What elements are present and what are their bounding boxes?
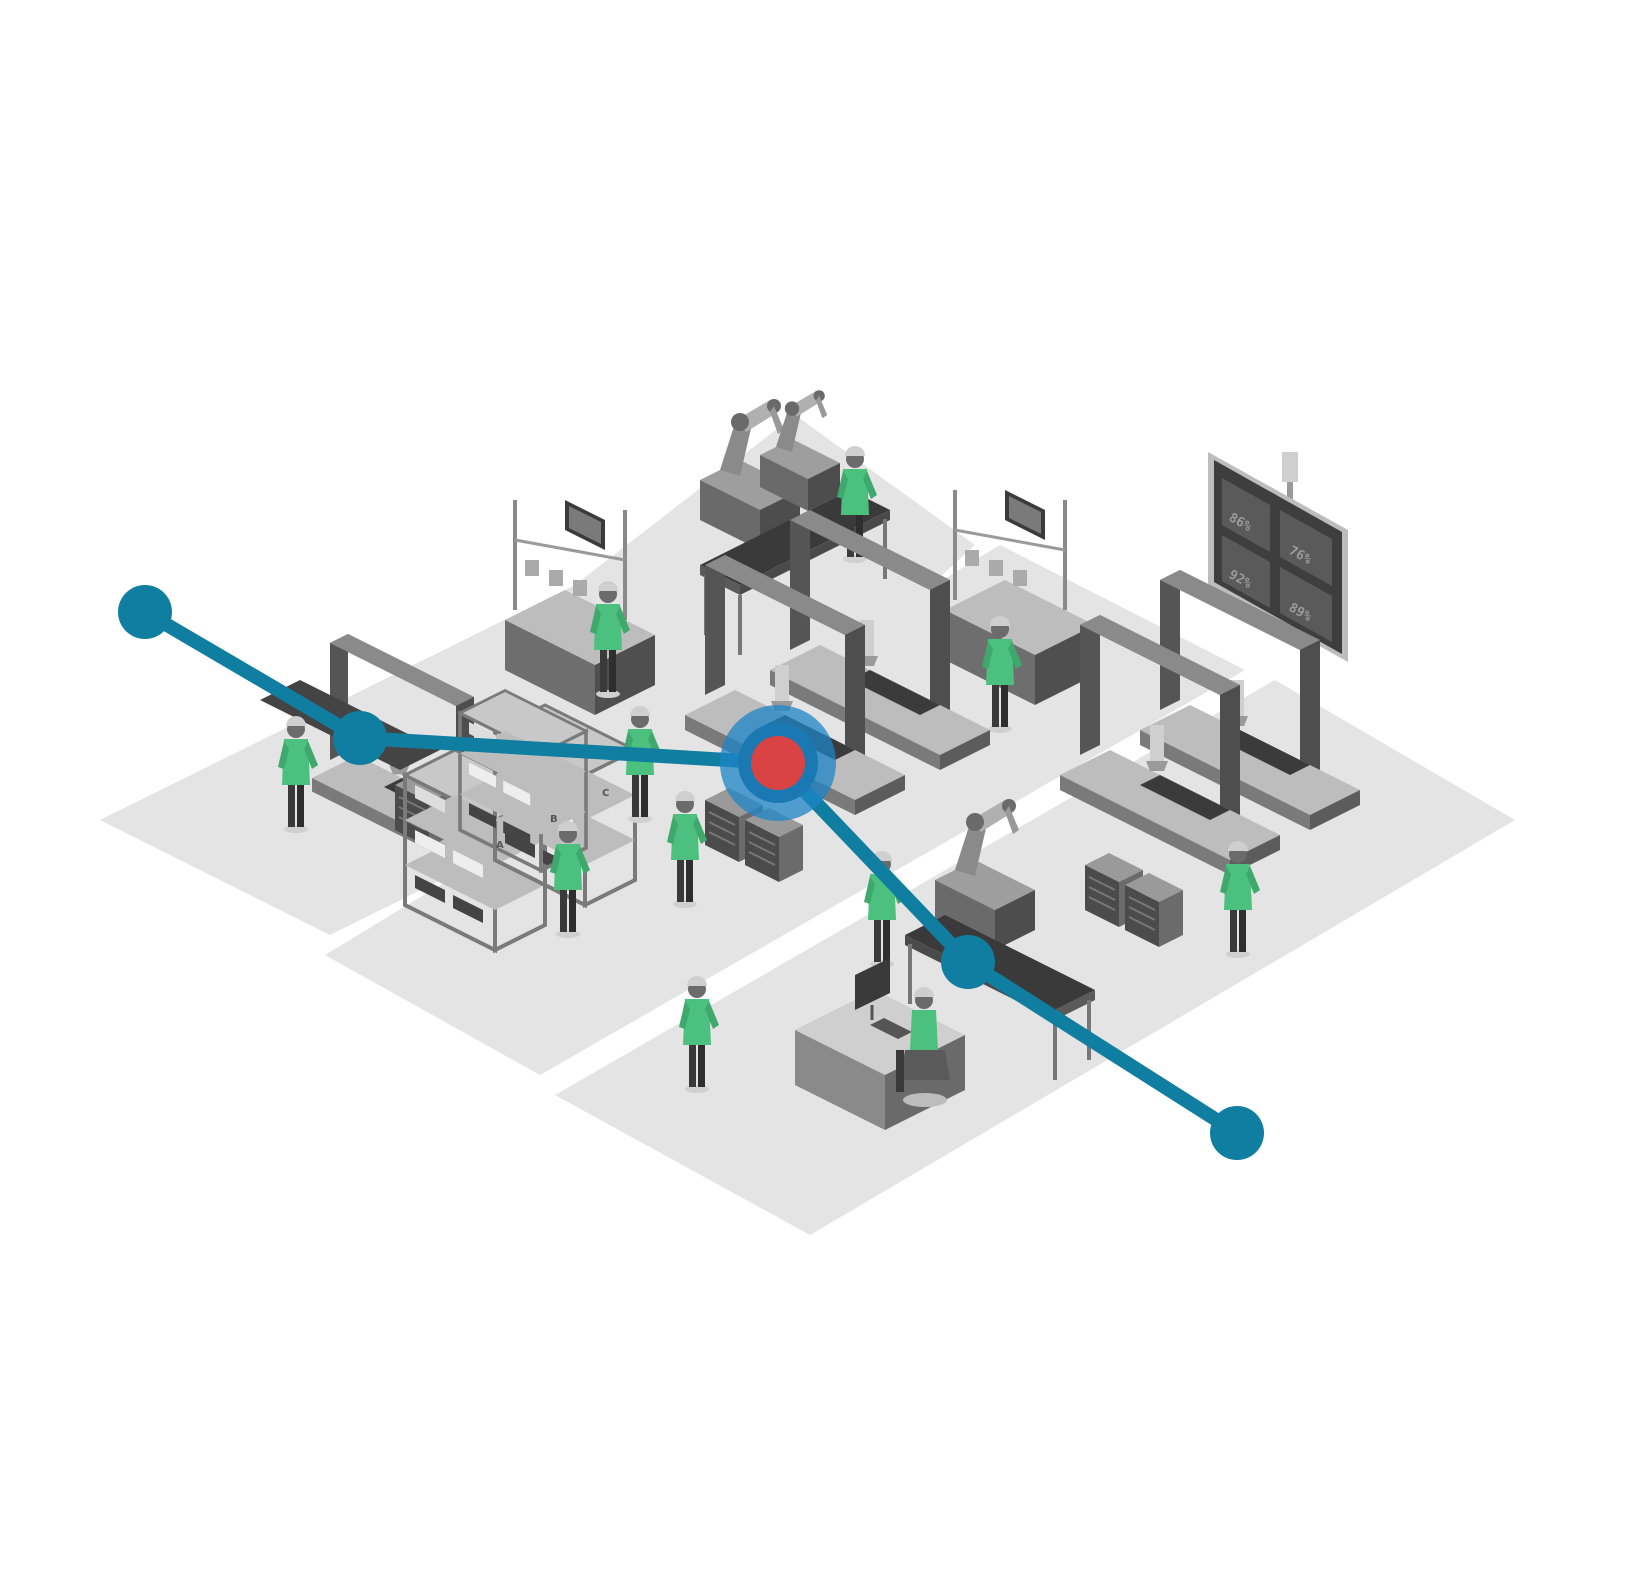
network-link-4: [961, 955, 1244, 1140]
alert-indicator: [751, 736, 805, 790]
operator-seated: [896, 987, 950, 1107]
kpi-tile-1: [1222, 478, 1270, 552]
network-overlay: [118, 585, 1264, 1160]
shelf-label-c: C: [602, 788, 609, 799]
network-node-left: [333, 711, 387, 765]
network-link-1: [138, 605, 367, 745]
shelf-label-b: B: [550, 814, 558, 825]
network-node-end: [1210, 1106, 1264, 1160]
kpi-tile-3: [1222, 535, 1270, 608]
storage-shelves: A B C: [403, 688, 637, 952]
kpi-tile-2: [1280, 510, 1332, 586]
kpi-tile-4: [1280, 567, 1332, 642]
network-link-2: [353, 731, 785, 770]
network-node-start: [118, 585, 172, 639]
network-node-front: [941, 935, 995, 989]
shelf-label-a: A: [496, 840, 504, 851]
kpi-dashboard: 86% 76% 92% 89%: [1208, 452, 1348, 662]
floor-tile-front: [555, 680, 1515, 1235]
